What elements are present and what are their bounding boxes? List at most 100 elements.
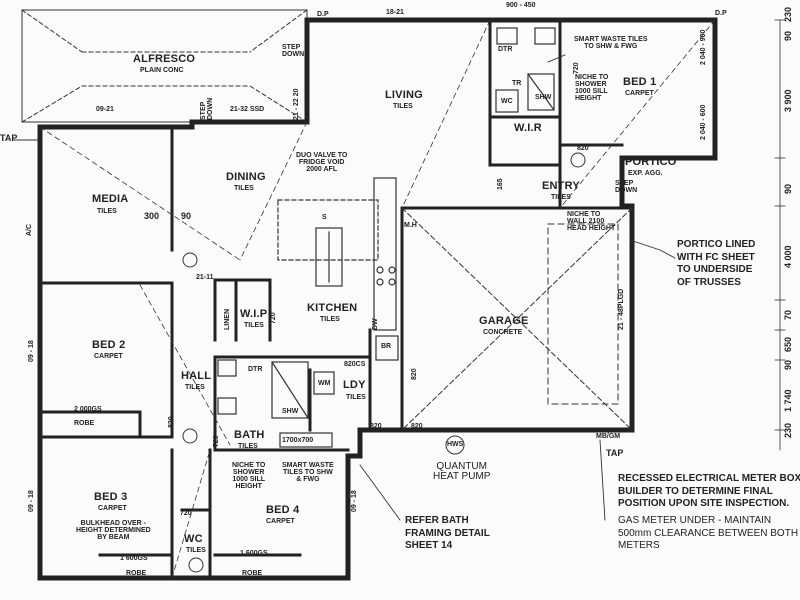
room-garage-finish: CONCRETE: [483, 329, 523, 336]
room-bed2: BED 2: [92, 339, 126, 351]
fixture-dtr-ensuite: DTR: [498, 46, 513, 53]
dim-1700x700: 1700x700: [282, 437, 314, 444]
room-entry-finish: TILES: [551, 194, 571, 201]
dim-650: 650: [783, 336, 793, 352]
fixture-dtr-bath: DTR: [248, 366, 263, 373]
room-kitchen-finish: TILES: [320, 316, 340, 323]
room-ldy-finish: TILES: [346, 394, 366, 401]
note-ac: A/C: [26, 223, 33, 236]
room-living-finish: TILES: [393, 103, 413, 110]
dim-90-a: 90: [783, 183, 793, 194]
room-bed3: BED 3: [94, 491, 128, 503]
note-tap-right: TAP: [606, 448, 624, 458]
alfresco-area: [21, 9, 308, 123]
dim-21-11: 21-11: [196, 274, 214, 281]
room-portico-finish: EXP. AGG.: [628, 170, 663, 177]
robe-bed2: ROBE: [74, 420, 95, 427]
internal-walls: [38, 18, 634, 580]
kitchen-fittings: [277, 177, 399, 361]
room-wc: WC: [184, 533, 203, 545]
dim-720-wip: 720: [270, 312, 277, 324]
note-duo-valve: DUO VALVE TO FRIDGE VOID 2000 AFL: [296, 152, 348, 173]
room-hall: HALL: [181, 370, 212, 382]
dim-1600gs-bed4: 1 600GS: [240, 550, 268, 557]
room-bed1: BED 1: [623, 76, 657, 88]
dim-820-bed3: 820: [168, 416, 175, 428]
dim-2040-900: 2 040 - 900: [700, 29, 707, 65]
note-dp-right: D.P: [715, 10, 727, 17]
room-kitchen: KITCHEN: [307, 302, 358, 314]
room-wip-finish: TILES: [244, 322, 264, 329]
fixture-wm: WM: [318, 380, 331, 387]
fixture-tr: TR: [512, 80, 522, 87]
dim-720-bath: 720: [213, 435, 220, 447]
room-bath: BATH: [234, 429, 265, 441]
dim-21-22-20: 21 - 22 20: [293, 88, 300, 120]
note-bulkhead: BULKHEAD OVER - HEIGHT DETERMINED BY BEA…: [76, 520, 151, 541]
note-niche-wall: NICHE TO WALL 2100 HEAD HEIGHT: [567, 211, 616, 232]
dim-1600gs-bed3: 1 600GS: [120, 555, 148, 562]
smoke-detectors: [182, 152, 586, 573]
note-hws: HWS: [447, 441, 464, 448]
room-bed4-finish: CARPET: [266, 518, 295, 525]
note-refer-bath: REFER BATH FRAMING DETAIL SHEET 14: [405, 515, 490, 551]
room-portico: PORTICO: [625, 156, 677, 168]
note-step-down-portico: STEP DOWN: [615, 180, 638, 194]
note-tap-left: TAP: [0, 133, 18, 143]
dim-09-18-bed3: 09 - 18: [28, 490, 35, 512]
fixture-sink: S: [322, 214, 327, 221]
dim-820-ldy: 820: [370, 423, 382, 430]
room-alfresco-finish: PLAIN CONC: [140, 67, 184, 74]
dim-70: 70: [783, 309, 793, 320]
fixture-wc-ensuite: WC: [501, 98, 513, 105]
note-smart-waste-ensuite: SMART WASTE TILES TO SHW & FWG: [574, 36, 648, 50]
dim-1740: 1 740: [783, 389, 793, 412]
room-bed4: BED 4: [266, 504, 300, 516]
note-dp-top: D.P: [317, 11, 329, 18]
room-hall-finish: TILES: [185, 384, 205, 391]
room-dining-finish: TILES: [234, 185, 254, 192]
dim-09-18-bed4: 09 - 18: [351, 490, 358, 512]
note-step-down-alfresco-2: STEP DOWN: [200, 97, 214, 120]
room-bed1-finish: CARPET: [625, 90, 654, 97]
setout-lines: [39, 19, 716, 579]
external-walls: [37, 17, 718, 581]
room-alfresco: ALFRESCO: [133, 53, 196, 65]
dim-90: 90: [181, 211, 192, 221]
dim-4000: 4 000: [783, 245, 793, 268]
dim-820-ldy-vert: 820: [411, 368, 418, 380]
dim-3900: 3 900: [783, 89, 793, 112]
leader-lines: [13, 54, 676, 521]
dim-2000gs: 2 000GS: [74, 406, 102, 413]
note-mh: M.H: [404, 222, 417, 229]
room-bed3-finish: CARPET: [98, 505, 127, 512]
room-bath-finish: TILES: [238, 443, 258, 450]
room-media-finish: TILES: [97, 208, 117, 215]
note-smart-waste-bath: SMART WASTE TILES TO SHW & FWG: [282, 462, 334, 483]
note-gas-meter: GAS METER UNDER - MAINTAIN 500mm CLEARAN…: [618, 515, 799, 551]
dim-21-48plgd: 21 - 48PLGD: [618, 288, 625, 330]
room-linen: LINEN: [224, 309, 231, 330]
fixture-br: BR: [381, 343, 392, 350]
note-meter-box: RECESSED ELECTRICAL METER BOX - BUILDER …: [618, 473, 800, 509]
dim-900-450: 900 - 450: [506, 2, 536, 9]
room-bed2-finish: CARPET: [94, 353, 123, 360]
robe-bed4: ROBE: [242, 570, 263, 577]
garage-markings: [401, 207, 633, 431]
note-step-down-alfresco: STEP DOWN: [282, 44, 305, 58]
room-living: LIVING: [385, 89, 423, 101]
right-dimension-line: [774, 19, 786, 451]
fixture-shw-bath: SHW: [282, 408, 299, 415]
dim-165: 165: [497, 178, 504, 190]
note-mb-gm: MB/GM: [596, 433, 621, 440]
dim-90-b: 90: [783, 359, 793, 370]
room-entry: ENTRY: [542, 180, 580, 192]
dim-09-18-bed2: 09 - 18: [28, 340, 35, 362]
note-quantum-heat-pump: QUANTUM HEAT PUMP: [433, 461, 491, 482]
bath-fittings: [217, 359, 335, 448]
room-media: MEDIA: [92, 193, 129, 205]
ensuite-fittings: [495, 27, 556, 113]
dim-820cs: 820CS: [344, 361, 366, 368]
